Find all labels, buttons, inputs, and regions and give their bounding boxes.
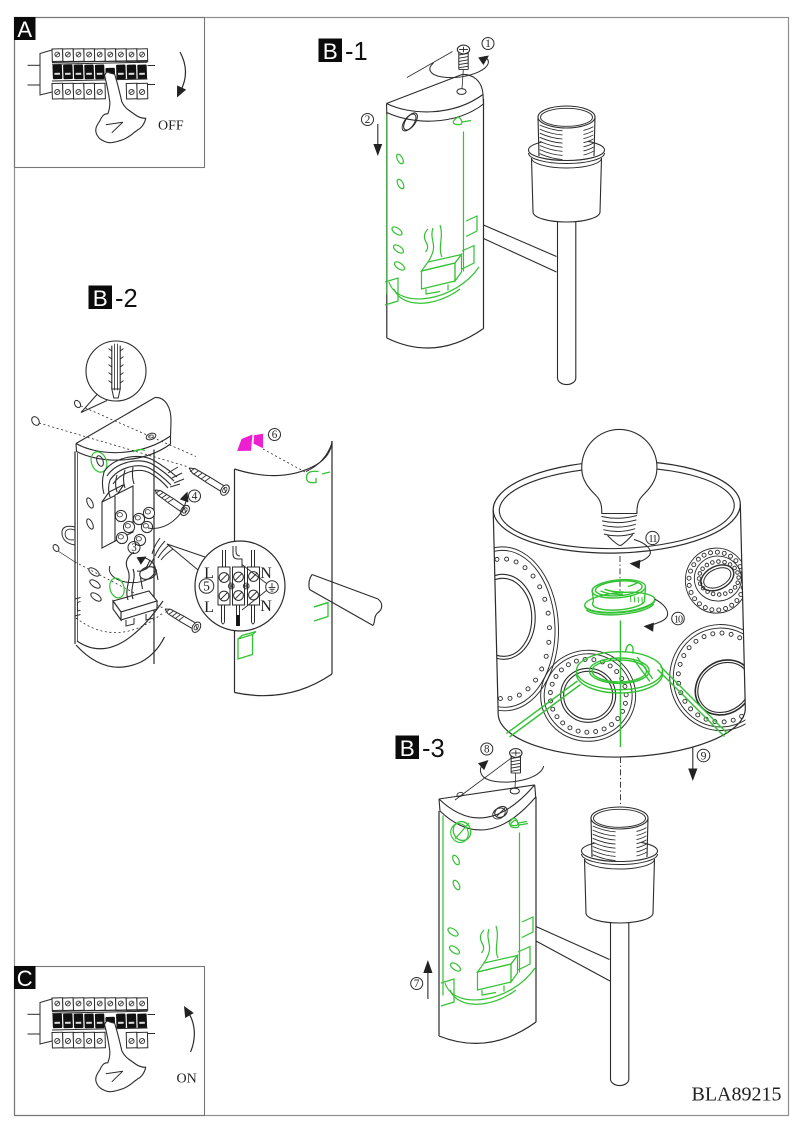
svg-text:BLA89215: BLA89215 (692, 1084, 782, 1106)
svg-text:ON: ON (177, 1072, 197, 1087)
svg-text:-3: -3 (422, 735, 445, 763)
svg-text:L: L (204, 599, 214, 616)
svg-text:4: 4 (192, 491, 198, 503)
svg-text:-2: -2 (115, 285, 138, 313)
svg-text:5: 5 (203, 579, 210, 594)
svg-text:N: N (260, 598, 272, 615)
svg-text:7: 7 (414, 978, 420, 990)
svg-text:B: B (323, 39, 338, 64)
svg-text:10: 10 (674, 614, 683, 625)
svg-text:A: A (17, 17, 32, 42)
svg-text:3: 3 (131, 542, 137, 554)
svg-text:9: 9 (701, 749, 707, 762)
svg-text:1: 1 (485, 38, 491, 50)
svg-text:B: B (400, 736, 415, 761)
svg-text:2: 2 (365, 114, 371, 126)
svg-text:N: N (260, 565, 272, 582)
svg-text:8: 8 (484, 744, 490, 756)
svg-text:OFF: OFF (158, 119, 184, 134)
svg-text:6: 6 (272, 429, 278, 441)
svg-text:C: C (17, 966, 33, 991)
svg-text:L: L (204, 565, 214, 582)
svg-text:11: 11 (648, 534, 657, 545)
svg-text:-1: -1 (345, 38, 368, 66)
svg-text:B: B (93, 286, 108, 311)
